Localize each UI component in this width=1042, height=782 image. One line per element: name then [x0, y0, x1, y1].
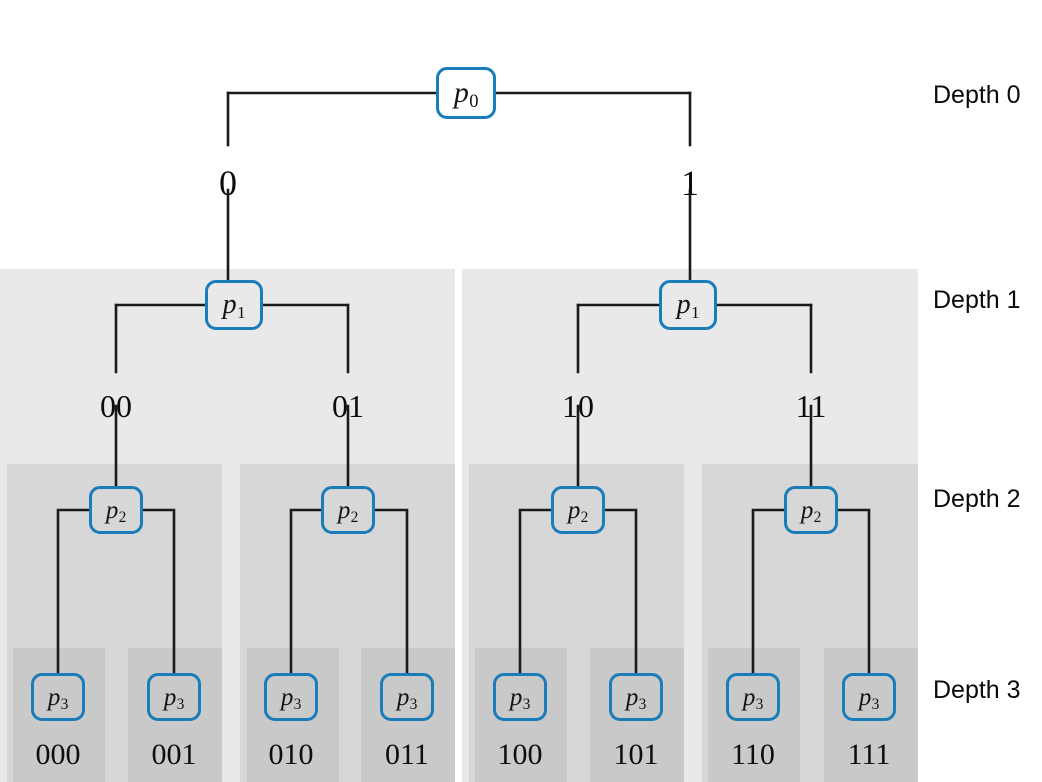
leaf-code-000: 000 — [35, 738, 81, 771]
leaf-code-011: 011 — [385, 738, 429, 771]
node-label-subscript: 3 — [638, 695, 647, 713]
node-label-subscript: 3 — [522, 695, 531, 713]
depth-legend-label-3: Depth 3 — [933, 676, 1021, 704]
node-p1-left[interactable]: p1 — [205, 280, 263, 330]
leaf-code-111: 111 — [847, 738, 891, 771]
leaf-code-101: 101 — [613, 738, 659, 771]
node-label: p3 — [396, 683, 418, 713]
node-label-subscript: 0 — [469, 91, 479, 113]
node-p3-101[interactable]: p3 — [609, 673, 663, 721]
node-p3-001[interactable]: p3 — [147, 673, 201, 721]
depth-legend-label-1: Depth 1 — [933, 286, 1021, 314]
depth-3-band-111 — [824, 648, 918, 782]
edge-p2-00-left — [56, 508, 91, 675]
node-p2-11[interactable]: p2 — [784, 486, 838, 534]
node-p2-01[interactable]: p2 — [321, 486, 375, 534]
node-p3-110[interactable]: p3 — [726, 673, 780, 721]
node-p3-000[interactable]: p3 — [31, 673, 85, 721]
depth-3-band-010 — [247, 648, 339, 782]
node-label-subscript: 3 — [409, 695, 418, 713]
edge-p2-10-right — [603, 508, 638, 675]
node-label-subscript: 2 — [580, 508, 589, 526]
edge-p2-10-left — [518, 508, 553, 675]
depth-legend-label-2: Depth 2 — [933, 485, 1021, 513]
edge-p2-11-right — [836, 508, 871, 675]
node-label: p1 — [222, 289, 246, 322]
node-p3-100[interactable]: p3 — [493, 673, 547, 721]
node-label: p2 — [337, 496, 359, 526]
node-label-subscript: 3 — [871, 695, 880, 713]
node-label-subscript: 3 — [293, 695, 302, 713]
edge-p2-00-right — [141, 508, 176, 675]
depth-legend-label-0: Depth 0 — [933, 81, 1021, 109]
bit-label-0: 0 — [219, 163, 237, 203]
leaf-code-001: 001 — [151, 738, 197, 771]
node-label: p2 — [567, 496, 589, 526]
node-label: p3 — [509, 683, 531, 713]
node-label: p2 — [800, 496, 822, 526]
node-label: p2 — [105, 496, 127, 526]
node-label-subscript: 3 — [176, 695, 185, 713]
leaf-code-110: 110 — [731, 738, 775, 771]
node-label: p0 — [453, 76, 479, 113]
node-p3-011[interactable]: p3 — [380, 673, 434, 721]
node-p0[interactable]: p0 — [436, 67, 496, 119]
node-label-subscript: 3 — [60, 695, 69, 713]
node-label-subscript: 1 — [691, 302, 700, 322]
bit-label-11: 11 — [795, 388, 827, 424]
leaf-code-010: 010 — [268, 738, 314, 771]
node-p3-111[interactable]: p3 — [842, 673, 896, 721]
node-label-subscript: 3 — [755, 695, 764, 713]
node-label-subscript: 2 — [813, 508, 822, 526]
node-label: p3 — [625, 683, 647, 713]
edge-p2-11-left — [751, 508, 786, 675]
node-label: p1 — [676, 289, 700, 322]
node-label: p3 — [280, 683, 302, 713]
node-p3-010[interactable]: p3 — [264, 673, 318, 721]
bit-label-00: 00 — [100, 388, 132, 424]
node-label-subscript: 2 — [350, 508, 359, 526]
node-label-subscript: 1 — [237, 302, 246, 322]
node-p2-00[interactable]: p2 — [89, 486, 143, 534]
edge-p2-01-right — [373, 508, 409, 675]
bit-label-1: 1 — [681, 163, 699, 203]
bit-label-10: 10 — [562, 388, 594, 424]
node-p1-right[interactable]: p1 — [659, 280, 717, 330]
bit-label-01: 01 — [332, 388, 364, 424]
node-label: p3 — [858, 683, 880, 713]
node-p2-10[interactable]: p2 — [551, 486, 605, 534]
node-label-subscript: 2 — [118, 508, 127, 526]
node-label: p3 — [742, 683, 764, 713]
edge-p2-01-left — [289, 508, 323, 675]
node-label: p3 — [47, 683, 69, 713]
node-label: p3 — [163, 683, 185, 713]
leaf-code-100: 100 — [497, 738, 543, 771]
